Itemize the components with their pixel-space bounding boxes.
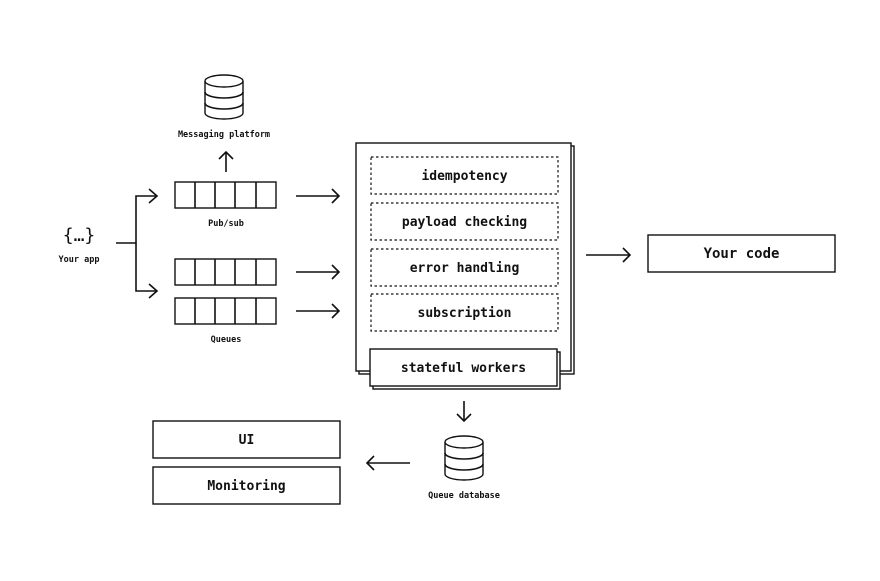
your-app-label: Your app [59,255,100,265]
messaging-platform-label: Messaging platform [178,129,270,140]
arrow-down-queue-db [456,401,472,423]
messaging-platform-node: Messaging platform [178,74,270,140]
queue-bottom [174,297,277,325]
queue-database-icon [444,435,484,481]
engine-container: idempotency payload checking error handl… [355,142,575,390]
feature-payload-checking-label: payload checking [402,215,527,230]
queues-label: Queues [211,335,242,345]
your-code-box: Your code [647,234,836,273]
ui-box: UI [152,420,341,459]
queue-database-node: Queue database [428,435,500,501]
arrows-into-engine [296,188,341,319]
arrow-up-messaging [218,150,234,172]
feature-error-handling-label: error handling [410,261,520,276]
queue-top [174,258,277,286]
app-braces-icon: {…} [63,225,96,246]
app-branch-connector [116,188,159,299]
ui-label: UI [239,433,255,448]
feature-idempotency: idempotency [370,156,559,195]
feature-subscription: subscription [370,293,559,332]
monitoring-box: Monitoring [152,466,341,505]
arrow-to-your-code [586,247,632,263]
stateful-workers: stateful workers [369,348,561,390]
arrow-to-outputs [365,455,410,471]
feature-payload-checking: payload checking [370,202,559,241]
messaging-database-icon [204,74,244,120]
pubsub-label: Pub/sub [208,219,244,229]
feature-error-handling: error handling [370,248,559,287]
your-app-node: {…} Your app [59,225,100,265]
stateful-workers-label: stateful workers [401,361,526,376]
monitoring-label: Monitoring [207,479,285,494]
queue-database-label: Queue database [428,491,500,501]
feature-subscription-label: subscription [418,306,512,321]
your-code-label: Your code [704,246,780,262]
feature-idempotency-label: idempotency [421,169,507,184]
pubsub-queue: Pub/sub [174,181,277,229]
